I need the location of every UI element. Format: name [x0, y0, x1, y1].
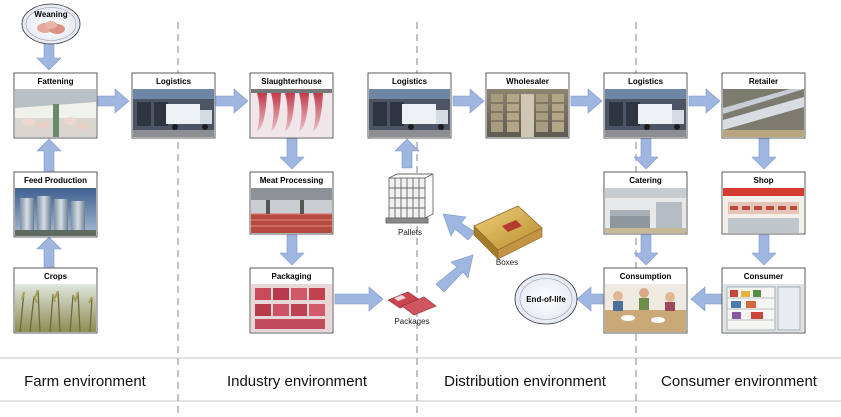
flow-arrows — [36, 42, 777, 312]
node-shop: Shop — [721, 171, 806, 235]
node-title-fattening: Fattening — [38, 77, 74, 86]
node-title-meat-processing: Meat Processing — [260, 176, 324, 185]
node-fattening: Fattening — [13, 72, 98, 139]
pig-barn-image — [15, 89, 96, 137]
node-title-retailer: Retailer — [749, 77, 778, 86]
node-meat-processing: Meat Processing — [249, 171, 334, 235]
node-title-feed-production: Feed Production — [24, 176, 87, 185]
arrow-logistics-wholesaler — [452, 88, 485, 114]
arrow-logistics-retailer — [688, 88, 721, 114]
warehouse-image — [487, 89, 568, 137]
node-packaging: Packaging — [249, 267, 334, 334]
meat-counter-image — [723, 188, 804, 233]
arrow-crops-feed — [36, 236, 62, 268]
arrow-shop-consumer — [751, 234, 777, 266]
node-weaning: Weaning — [21, 3, 81, 45]
env-label-distribution: Distribution environment — [444, 373, 607, 390]
item-pallets: Pallets — [385, 173, 434, 237]
node-logistics-1: Logistics — [131, 72, 216, 139]
node-title-packaging: Packaging — [271, 272, 311, 281]
arrow-catering-consumption — [633, 234, 659, 266]
node-catering: Catering — [603, 171, 688, 235]
node-title-end-of-life: End-of-life — [526, 295, 566, 304]
item-packages: Packages — [387, 291, 437, 326]
node-title-wholesaler: Wholesaler — [506, 77, 549, 86]
node-title-shop: Shop — [754, 176, 774, 185]
processing-line-image — [251, 188, 332, 233]
kitchen-image — [605, 188, 686, 233]
node-title-logistics-1: Logistics — [156, 77, 192, 86]
family-dinner-image — [605, 284, 686, 332]
node-title-logistics-2: Logistics — [392, 77, 428, 86]
node-title-consumer: Consumer — [744, 272, 784, 281]
arrow-consumption-endoflife — [576, 286, 604, 312]
node-logistics-3: Logistics — [603, 72, 688, 139]
retail-building-image — [723, 89, 804, 137]
item-label-packages: Packages — [394, 317, 429, 326]
node-wholesaler: Wholesaler — [485, 72, 570, 139]
node-consumer: Consumer — [721, 267, 806, 334]
arrow-boxes-pallets — [442, 213, 476, 241]
env-label-industry: Industry environment — [227, 373, 368, 390]
arrow-packages-boxes — [435, 254, 474, 293]
node-consumption: Consumption — [603, 267, 688, 334]
arrow-logistics-catering — [633, 137, 659, 170]
truck-dock-image — [369, 89, 450, 137]
node-title-weaning: Weaning — [34, 10, 67, 19]
truck-dock-image — [605, 89, 686, 137]
node-title-catering: Catering — [629, 176, 662, 185]
node-retailer: Retailer — [721, 72, 806, 139]
fridge-image — [723, 284, 804, 332]
arrow-wholesaler-logistics — [570, 88, 603, 114]
pallet-cage-icon — [385, 173, 434, 224]
item-label-boxes: Boxes — [496, 258, 518, 267]
env-label-consumer: Consumer environment — [661, 373, 818, 390]
item-boxes: Boxes — [473, 205, 543, 267]
silo-image — [15, 188, 96, 236]
node-logistics-2: Logistics — [367, 72, 452, 139]
item-label-pallets: Pallets — [398, 228, 422, 237]
node-title-slaughterhouse: Slaughterhouse — [261, 77, 322, 86]
arrow-packaging-packages — [334, 286, 384, 312]
node-title-consumption: Consumption — [620, 272, 672, 281]
meat-packages-icon — [387, 291, 437, 316]
arrow-retailer-shop — [751, 137, 777, 170]
cardboard-box-icon — [473, 205, 543, 260]
piglets-icon — [37, 21, 65, 34]
node-slaughterhouse: Slaughterhouse — [249, 72, 334, 139]
carcass-line-image — [251, 89, 332, 137]
arrow-weaning-fattening — [36, 42, 62, 71]
node-crops: Crops — [13, 267, 98, 334]
packaged-meat-image — [251, 284, 332, 332]
arrow-slaughter-meatproc — [279, 137, 305, 170]
arrow-fattening-logistics — [97, 88, 130, 114]
environment-labels: Farm environment Industry environment Di… — [24, 373, 818, 390]
arrow-consumer-consumption — [690, 286, 723, 312]
node-title-crops: Crops — [44, 272, 68, 281]
arrow-logistics-slaughterhouse — [215, 88, 249, 114]
node-end-of-life: End-of-life — [514, 273, 578, 325]
wheat-field-image — [15, 284, 96, 333]
env-label-farm: Farm environment — [24, 373, 147, 390]
node-title-logistics-3: Logistics — [628, 77, 664, 86]
arrow-feed-fattening — [36, 138, 62, 172]
arrow-pallets-logistics — [394, 138, 420, 169]
arrow-meatproc-packaging — [279, 234, 305, 266]
truck-dock-image — [133, 89, 214, 137]
node-feed-production: Feed Production — [13, 171, 98, 238]
